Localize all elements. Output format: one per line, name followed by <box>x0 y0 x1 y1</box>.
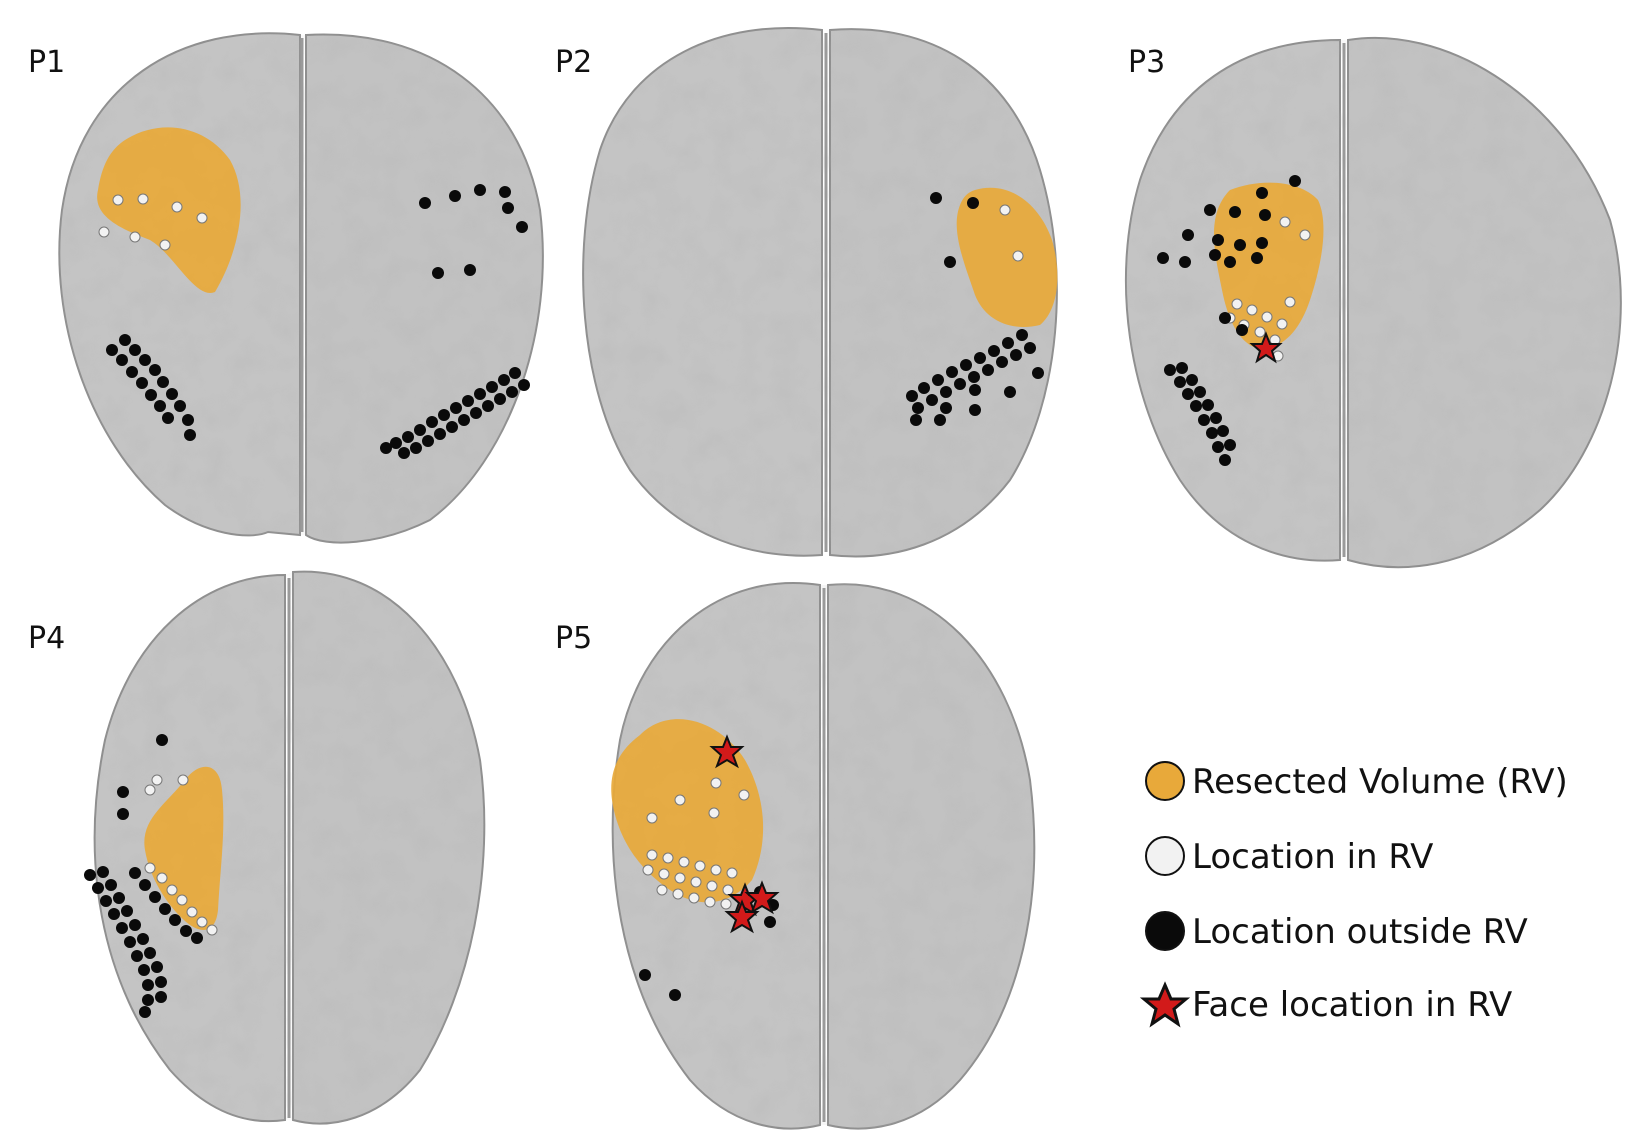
resected-volume-swatch <box>1145 761 1185 801</box>
resected-volume-p3 <box>1213 182 1324 350</box>
face-location-star <box>709 734 745 769</box>
location-in-rv-swatch <box>1145 836 1185 876</box>
electrodes-p3 <box>1157 175 1311 466</box>
panel-p2: P2 <box>555 26 1058 558</box>
panel-p4: P4 <box>28 570 486 1125</box>
face-location-star <box>724 899 760 934</box>
legend-item-location-in-rv: Location in RV <box>1145 836 1433 877</box>
legend: Resected Volume (RV) Location in RV Loca… <box>1139 761 1568 1028</box>
electrodes-p5 <box>639 734 780 1001</box>
panel-label-p2: P2 <box>555 45 592 80</box>
panel-label-p5: P5 <box>555 621 592 656</box>
electrodes-p2 <box>906 192 1044 426</box>
resected-volume-p2 <box>956 187 1058 327</box>
electrodes-p1 <box>98 184 530 459</box>
panel-p1: P1 <box>28 32 544 544</box>
legend-label-location-outside-rv: Location outside RV <box>1192 912 1528 952</box>
face-location-star <box>744 880 780 915</box>
legend-label-face-location: Face location in RV <box>1192 985 1512 1025</box>
legend-item-resected-volume: Resected Volume (RV) <box>1145 761 1568 802</box>
legend-label-resected-volume: Resected Volume (RV) <box>1192 762 1568 802</box>
face-location-star-swatch <box>1139 981 1191 1028</box>
brain-p3 <box>1124 36 1622 569</box>
panel-p5: P5 <box>555 582 1036 1130</box>
face-location-star <box>1249 331 1283 364</box>
panel-label-p4: P4 <box>28 621 65 656</box>
panel-label-p1: P1 <box>28 45 65 80</box>
brain-p1 <box>58 32 544 544</box>
panel-label-p3: P3 <box>1128 45 1165 80</box>
resected-volume-p1 <box>97 127 241 293</box>
electrodes-p4 <box>84 734 218 1018</box>
legend-item-location-outside-rv: Location outside RV <box>1145 911 1528 952</box>
location-outside-rv-swatch <box>1145 911 1185 951</box>
legend-item-face-location: Face location in RV <box>1139 981 1512 1028</box>
panel-p3: P3 <box>1124 36 1622 569</box>
resected-volume-p4 <box>144 766 224 930</box>
legend-label-location-in-rv: Location in RV <box>1192 837 1433 877</box>
